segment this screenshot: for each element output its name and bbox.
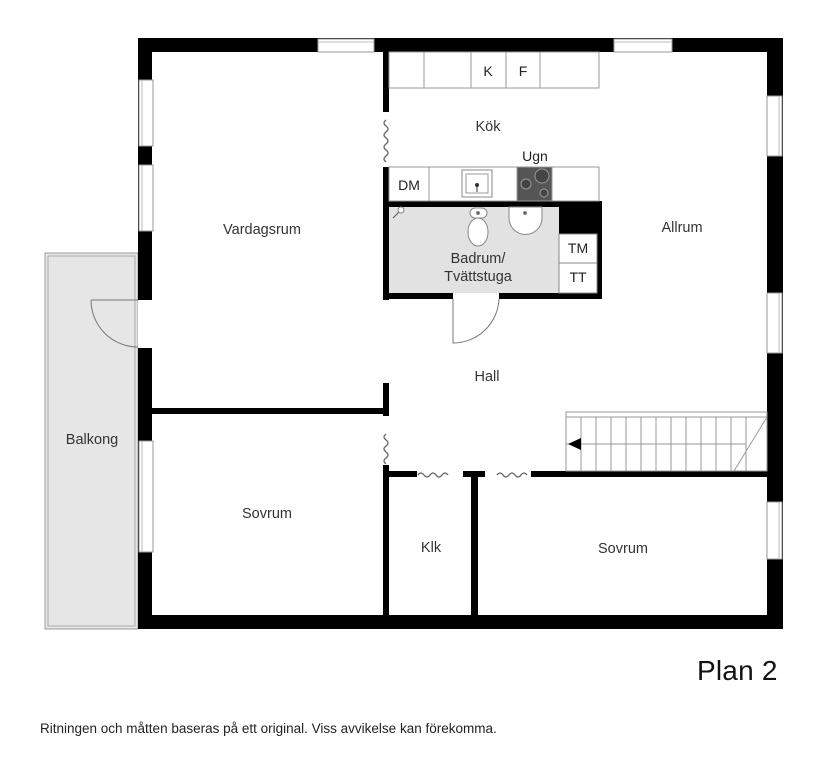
disclaimer-text: Ritningen och måtten baseras på ett orig… [40,721,497,736]
fixture-label-ugn: Ugn [522,148,548,164]
room-label-balkong: Balkong [66,432,118,448]
stair-direction-arrow-icon [568,438,581,450]
sliding-doors[interactable] [383,119,528,478]
plan-title: Plan 2 [697,655,778,686]
staircase [565,411,768,472]
toilet-icon [467,207,489,247]
outer-walls [138,38,783,629]
fixture-label-frys: F [519,63,528,79]
kitchen-sliding-door [383,119,389,163]
fixture-label-tt: TT [569,269,587,285]
room-label-sovrum-left: Sovrum [242,506,292,522]
room-label-vardagsrum: Vardagsrum [223,222,301,238]
room-label-tvattstuga: Tvättstuga [444,269,513,285]
interior-walls [152,52,769,617]
sovrum-sliding-door [383,433,389,465]
shower-icon [392,206,405,219]
sovrum-right-sliding-door [496,472,528,478]
kitchen-upper-cabinets [388,51,600,89]
balcony [44,252,139,630]
fixture-label-kyl: K [483,63,493,79]
bathroom-door[interactable] [452,298,500,344]
room-label-allrum: Allrum [661,220,702,236]
room-label-hall: Hall [475,369,500,385]
windows [138,38,783,560]
fixture-label-tm: TM [568,240,588,256]
room-label-kok: Kök [476,119,502,135]
balcony-door[interactable] [90,299,153,348]
kitchen-counter [388,166,600,202]
bathroom-fixtures [392,206,598,294]
kitchen-sink-icon [461,169,493,198]
stove-icon [520,168,550,198]
room-label-badrum: Badrum/ [451,251,507,267]
room-label-klk: Klk [421,540,442,556]
wash-basin-icon [508,206,543,235]
klk-sliding-door [417,472,449,478]
window-inner-lines [141,41,780,559]
room-label-sovrum-right: Sovrum [598,541,648,557]
room-labels: Vardagsrum Kök Allrum Badrum/ Tvättstuga… [66,119,703,557]
fixture-label-dm: DM [398,177,420,193]
fixture-labels: K F Ugn DM TM TT [398,63,588,285]
